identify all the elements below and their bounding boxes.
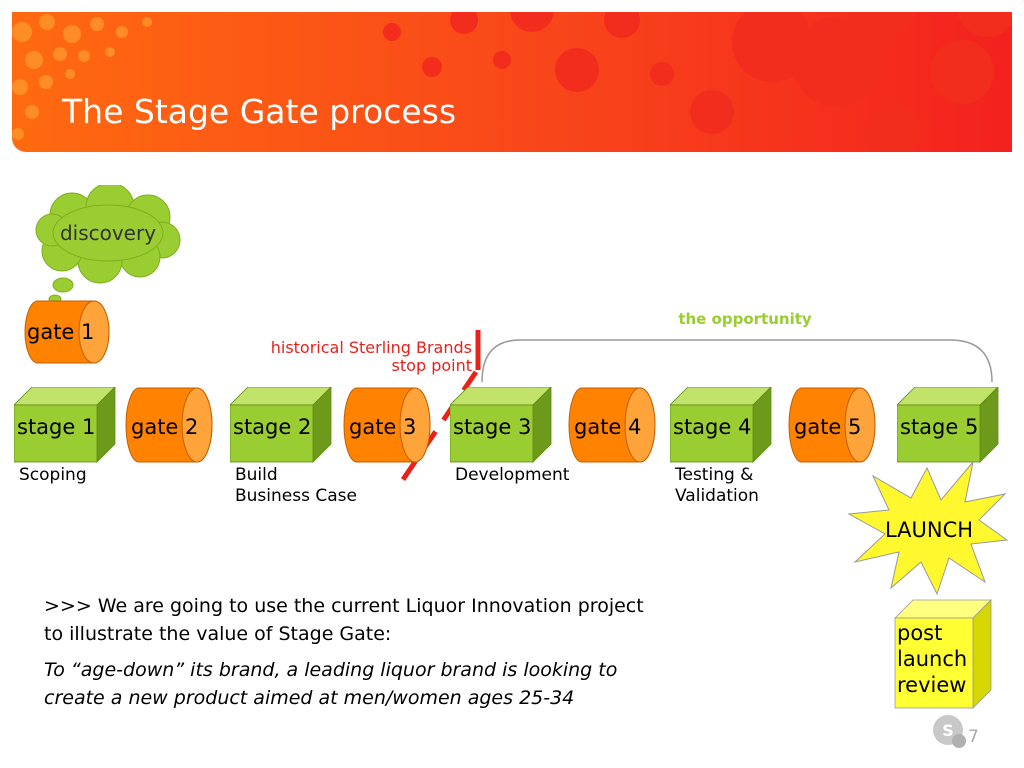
body-line-4: create a new product aimed at men/women …	[44, 687, 575, 709]
stop-point-line	[397, 330, 481, 486]
discovery-cloud: discovery	[35, 185, 181, 304]
stage-caption: Scoping	[19, 465, 87, 486]
historical-stop-annotation: historical Sterling Brands stop point	[230, 339, 472, 375]
gate-1-label: gate 1	[27, 320, 95, 344]
stage-5-shape	[449, 386, 552, 463]
stage-1-shape	[13, 386, 116, 463]
stage-9-shape	[896, 386, 999, 463]
gate-1-cylinder	[24, 300, 110, 364]
gate-2-shape	[125, 387, 213, 463]
post-launch-line-1: post	[897, 621, 943, 645]
stage-1: stage 1	[13, 386, 116, 463]
gate-label: gate 5	[794, 415, 862, 439]
stage-7-shape	[669, 386, 772, 463]
gate-label: gate 4	[574, 415, 642, 439]
gate-label: gate 2	[131, 415, 199, 439]
gate-4: gate 3	[343, 387, 431, 463]
post-launch-line-3: review	[897, 673, 967, 697]
gate-label: gate 3	[349, 415, 417, 439]
post-launch-line-2: launch	[897, 647, 968, 671]
historical-stop-line-1: historical Sterling Brands	[270, 338, 472, 357]
discovery-label: discovery	[60, 221, 156, 245]
stage-9: stage 5	[896, 386, 999, 463]
gate-1: gate 1	[24, 300, 110, 364]
launch-label: LAUNCH	[885, 518, 973, 542]
stage-caption: Development	[455, 465, 569, 486]
gate-6: gate 4	[568, 387, 656, 463]
caption-line: Validation	[675, 486, 759, 506]
historical-stop-line-2: stop point	[391, 356, 472, 375]
stage-label: stage 2	[233, 415, 312, 439]
body-line-3: To “age-down” its brand, a leading liquo…	[44, 659, 618, 681]
body-text: >>> We are going to use the current Liqu…	[44, 592, 824, 712]
gate-2: gate 2	[125, 387, 213, 463]
header-banner	[12, 12, 1012, 152]
stage-label: stage 3	[453, 415, 532, 439]
page-number: 7	[968, 727, 979, 747]
gate-6-shape	[568, 387, 656, 463]
caption-line: Build	[235, 465, 278, 485]
header-background	[12, 12, 1012, 152]
gate-8: gate 5	[788, 387, 876, 463]
caption-line: Scoping	[19, 465, 87, 485]
gate-8-shape	[788, 387, 876, 463]
caption-line: Testing &	[675, 465, 754, 485]
body-line-1: >>> We are going to use the current Liqu…	[44, 595, 644, 617]
slide-title: The Stage Gate process	[62, 92, 457, 131]
body-line-2: to illustrate the value of Stage Gate:	[44, 623, 392, 645]
opportunity-label: the opportunity	[678, 310, 812, 328]
company-logo-icon: S	[933, 715, 966, 748]
stage-label: stage 5	[900, 415, 979, 439]
caption-line: Business Case	[235, 486, 357, 506]
opportunity-bracket	[481, 339, 993, 383]
caption-line: Development	[455, 465, 570, 485]
stage-5: stage 3	[449, 386, 552, 463]
post-launch-review-box	[894, 599, 992, 709]
stage-caption: Testing &Validation	[675, 465, 759, 507]
stage-label: stage 4	[673, 415, 752, 439]
stage-label: stage 1	[17, 415, 96, 439]
stage-7: stage 4	[669, 386, 772, 463]
gate-4-shape	[343, 387, 431, 463]
stage-3: stage 2	[229, 386, 332, 463]
logo-letter: S	[942, 721, 954, 740]
stage-3-shape	[229, 386, 332, 463]
post-launch-review: post launch review	[893, 598, 993, 710]
launch-starburst: LAUNCH	[847, 461, 1009, 596]
